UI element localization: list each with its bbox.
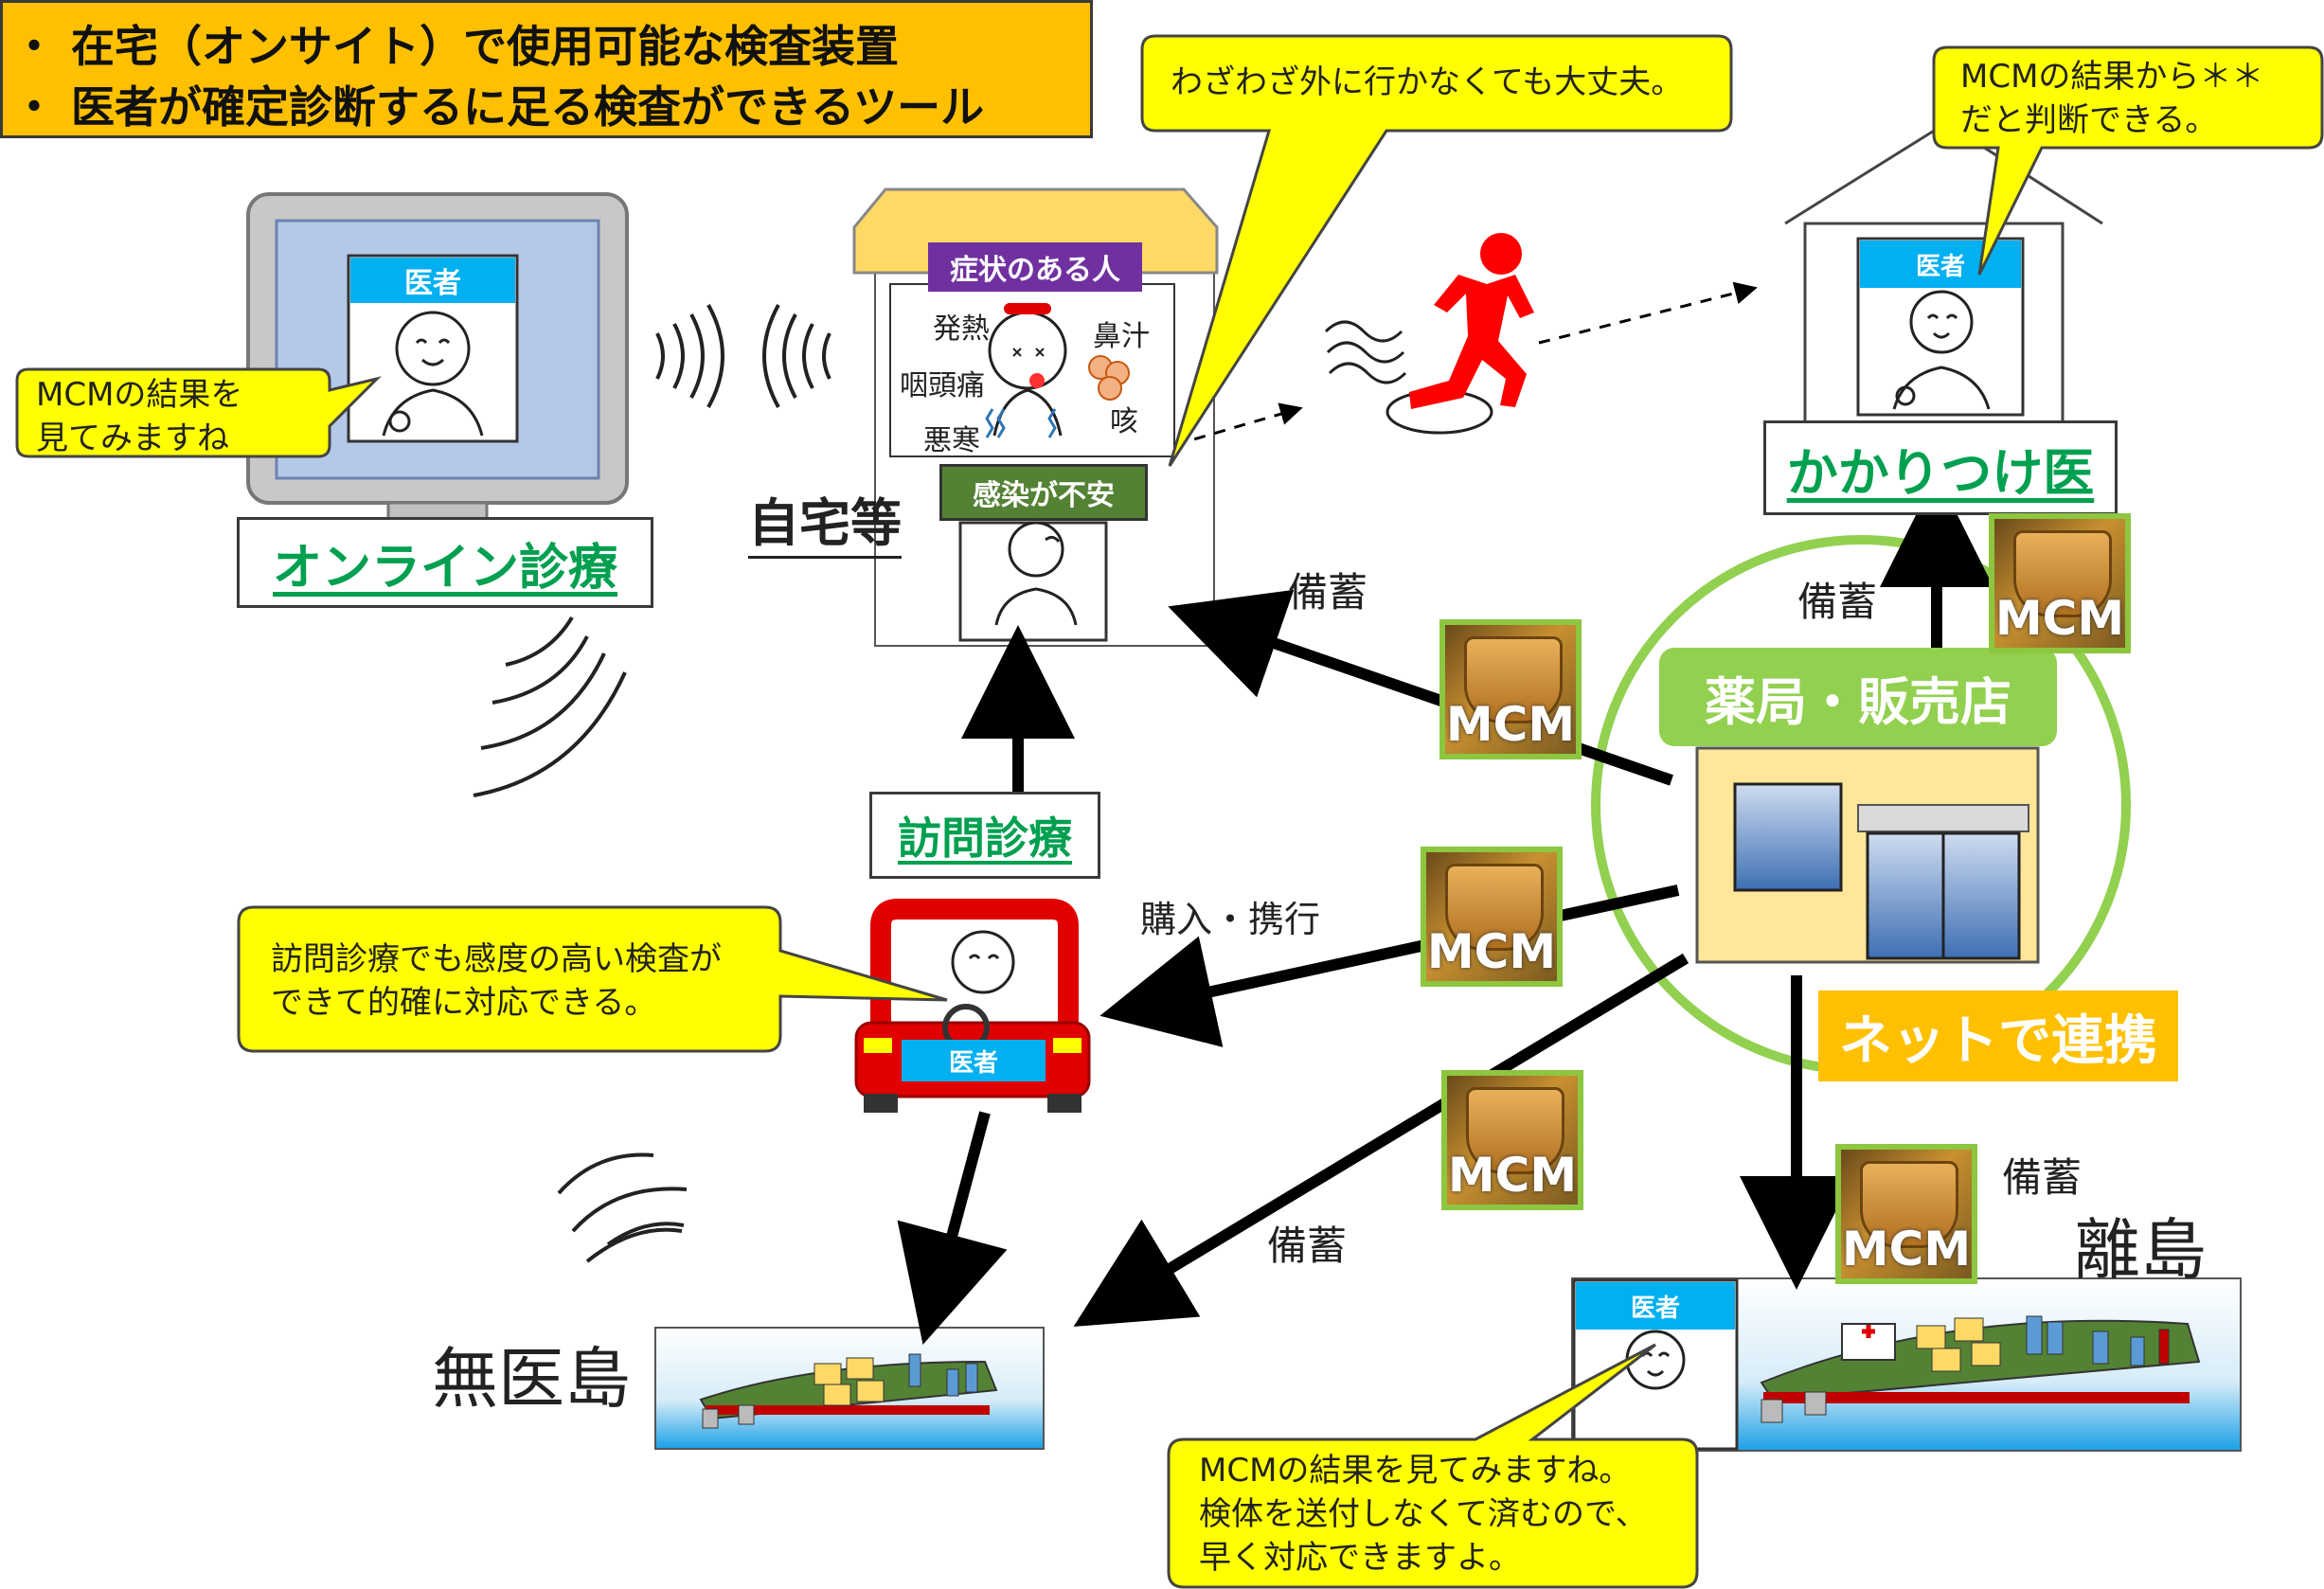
remote-island-illustration [1571,1277,2242,1452]
dashed-arrow [1173,402,1303,447]
bubble-family-doctor: MCMの結果から＊＊ だと判断できる。 [1960,58,2264,139]
walking-person-icon [1324,233,1534,435]
computer-illustration [246,192,629,527]
header-line-2: ・ 医者が確定診断するに足る検査ができるツール [12,81,985,133]
bubble-visit: 訪問診療でも感度の高い検査が できて的確に対応できる。 [271,940,722,1022]
header-box: ・ 在宅（オンサイト）で使用可能な検査装置 ・ 医者が確定診断するに足る検査がで… [0,0,1093,138]
mcm-device-icon: MCM [1439,619,1582,759]
clinic-illustration [1784,121,2103,428]
family-doctor-label: かかりつけ医 [1763,420,2118,515]
bubble-remote-island: MCMの結果を見てみますね。 検体を送付しなくて済むので、 早く対応できますよ。 [1199,1452,1648,1577]
pharmacy-label: 薬局・販売店 [1659,648,2057,746]
symptom-fever: 発熱 [933,312,990,346]
header-line-1: ・ 在宅（オンサイト）で使用可能な検査装置 [12,21,900,72]
symptom-badge: 症状のある人 [928,242,1142,292]
mcm-device-icon: MCM [1989,513,2131,653]
symptom-chills: 悪寒 [923,424,980,457]
online-consultation-label: オンライン診療 [237,517,653,608]
bubble-home: わざわざ外に行かなくても大丈夫。 [1171,63,1684,101]
doctor-badge: 医者 [1915,252,1965,281]
symptom-runny-nose: 鼻汁 [1093,320,1150,353]
signal-waves-icon [473,616,688,1263]
symptom-cough: 咳 [1110,405,1138,438]
store-illustration [1695,746,2040,964]
stockpile-label: 備蓄 [2002,1154,2083,1201]
signal-waves-icon [655,304,831,408]
infection-worry-badge: 感染が不安 [939,464,1148,521]
home-label: 自宅等 [748,481,902,559]
dashed-arrow [1538,281,1758,345]
no-doctor-island-illustration [654,1327,1045,1450]
purchase-carry-label: 購入・携行 [1140,899,1321,940]
mcm-device-icon: MCM [1441,1070,1583,1210]
stockpile-label: 備蓄 [1288,569,1368,616]
speech-bubble-shapes [15,34,2324,1589]
network-label: ネットで連携 [1818,991,2178,1081]
home-illustration [852,187,1219,647]
no-doctor-island-label: 無医島 [432,1340,631,1418]
mcm-device-icon: MCM [1835,1144,1977,1284]
bubble-online-doctor: MCMの結果を 見てみますね [36,376,243,457]
remote-island-label: 離島 [2074,1211,2207,1289]
symptom-sore-throat: 咽頭痛 [900,369,985,402]
car-illustration [854,899,1091,1113]
stockpile-label: 備蓄 [1797,579,1878,625]
mcm-device-icon: MCM [1421,847,1563,987]
stockpile-label: 備蓄 [1267,1223,1348,1269]
home-visit-label: 訪問診療 [869,792,1100,879]
doctor-badge: 医者 [404,267,461,300]
arrows [897,473,1993,1345]
doctor-badge: 医者 [948,1048,998,1078]
doctor-badge: 医者 [1630,1294,1680,1323]
